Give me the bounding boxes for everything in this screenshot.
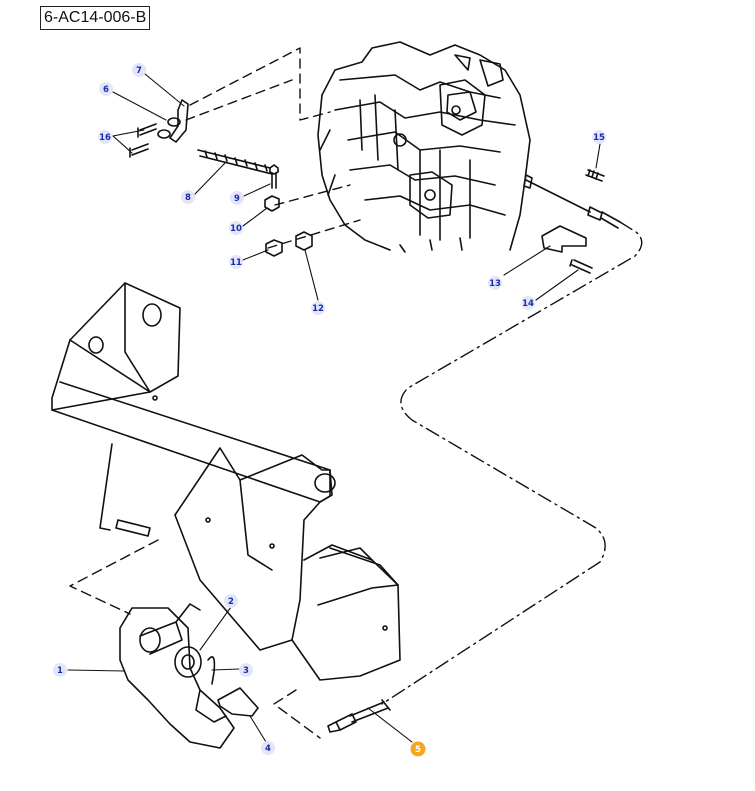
bracket-part-13 (541, 225, 587, 253)
callout-3[interactable]: 3 (239, 663, 253, 677)
callout-number: 2 (228, 597, 234, 607)
callout-badge (224, 594, 238, 608)
callout-4[interactable]: 4 (261, 741, 275, 755)
stud-part-15 (585, 169, 605, 182)
diagram-reference-code: 6-AC14-006-B (40, 6, 151, 30)
callout-10[interactable]: 10 (229, 221, 243, 235)
callout-number: 9 (234, 194, 240, 204)
callout-number: 15 (593, 133, 605, 143)
washer-part-6 (157, 117, 181, 139)
callout-badge (181, 190, 195, 204)
callout-badge (488, 276, 502, 290)
callout-badge (521, 296, 535, 310)
callout-number: 8 (185, 193, 191, 203)
callout-number: 12 (312, 304, 324, 314)
chain-part-8 (197, 149, 273, 175)
callout-8[interactable]: 8 (181, 190, 195, 204)
callout-1[interactable]: 1 (53, 663, 67, 677)
callout-9[interactable]: 9 (230, 191, 244, 205)
callout-number: 5 (415, 745, 421, 755)
engine-block (317, 41, 531, 253)
washer-part-2 (174, 646, 202, 678)
callout-badge (592, 130, 606, 144)
callout-number: 13 (489, 279, 501, 289)
callout-12[interactable]: 12 (311, 301, 325, 315)
callout-badge (410, 741, 426, 757)
callout-2[interactable]: 2 (224, 594, 238, 608)
cable-route-line (381, 221, 643, 705)
callout-badge (261, 741, 275, 755)
nut-part-11 (265, 239, 283, 257)
callout-number: 6 (103, 85, 109, 95)
callout-badge (311, 301, 325, 315)
cable-fitting-part-5 (327, 699, 391, 733)
callout-badge (229, 255, 243, 269)
callout-7[interactable]: 7 (132, 63, 146, 77)
callout-number: 3 (243, 666, 249, 676)
callout-6[interactable]: 6 (99, 82, 113, 96)
callout-11[interactable]: 11 (229, 255, 243, 269)
callout-badge (229, 221, 243, 235)
lift-frame (51, 282, 401, 681)
bolt-part-16 (129, 123, 157, 158)
callout-15[interactable]: 15 (592, 130, 606, 144)
bolt-part-14 (569, 259, 593, 274)
callout-number: 10 (230, 224, 242, 234)
hook-part-1 (119, 603, 235, 749)
callout-16[interactable]: 16 (98, 130, 112, 144)
callout-number: 1 (57, 666, 63, 676)
callout-13[interactable]: 13 (488, 276, 502, 290)
bolt-part-9 (269, 164, 279, 189)
callout-14[interactable]: 14 (521, 296, 535, 310)
cable-end-part (523, 174, 621, 229)
callout-badge (98, 130, 112, 144)
callout-5[interactable]: 5 (410, 741, 426, 757)
callout-number: 7 (136, 66, 142, 76)
plate-part-4 (217, 687, 259, 717)
callout-badge (99, 82, 113, 96)
callout-number: 14 (522, 299, 534, 309)
callout-number: 16 (99, 133, 111, 143)
callout-badge (230, 191, 244, 205)
bracket-part-7 (169, 99, 189, 143)
nut-part-10 (264, 195, 280, 212)
callout-badge (53, 663, 67, 677)
callout-badge (239, 663, 253, 677)
callout-badge (132, 63, 146, 77)
nut-part-12 (295, 231, 313, 251)
callout-number: 4 (265, 744, 271, 754)
callout-number: 11 (230, 258, 242, 268)
pin-part-3 (207, 656, 216, 685)
